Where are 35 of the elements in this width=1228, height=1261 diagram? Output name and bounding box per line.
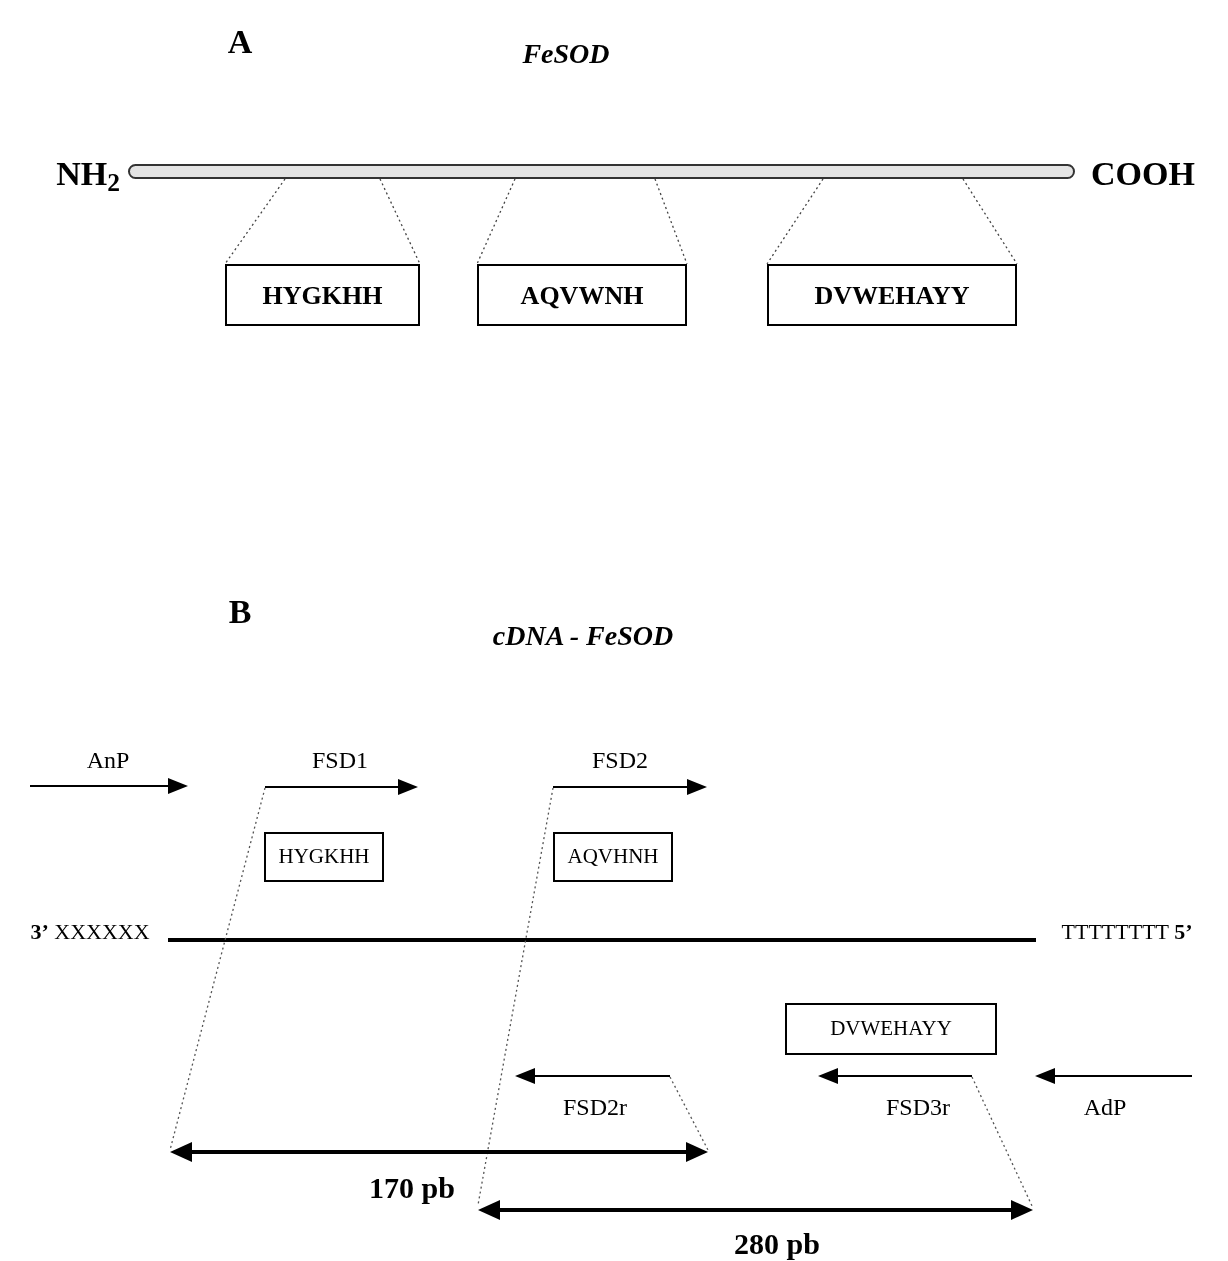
sequence-end-label: TTTTTTTT 5’: [1061, 921, 1193, 943]
motif-sequence: AQVWNH: [520, 279, 644, 312]
dimension-label: 170 pb: [369, 1173, 455, 1203]
motif-sequence: HYGKHH: [262, 279, 383, 312]
dimension-label: 280 pb: [734, 1229, 820, 1259]
primer-label: AdP: [1083, 1095, 1127, 1119]
motif-sequence: DVWEHAYY: [814, 279, 970, 312]
motif-box: [785, 1003, 997, 1055]
primer-label: AnP: [86, 748, 130, 772]
motif-box: [477, 264, 687, 326]
leader-line: [766, 178, 824, 265]
motif-sequence: AQVHNH: [567, 843, 659, 871]
leader-line: [962, 178, 1018, 265]
protein-bar: [128, 164, 1075, 179]
leader-line: [476, 178, 516, 265]
terminus-label: NH$_{2}$: [56, 156, 120, 191]
primer-label: FSD2: [592, 748, 648, 772]
motif-sequence: HYGKHH: [278, 843, 370, 871]
motif-box: [553, 832, 673, 882]
primer-label: FSD3r: [886, 1095, 950, 1119]
primer-label: FSD1: [312, 748, 368, 772]
motif-box: [225, 264, 420, 326]
panel-letter: B: [228, 595, 252, 629]
panel-title: cDNA - FeSOD: [492, 622, 674, 650]
primer-label: FSD2r: [563, 1095, 627, 1119]
leader-line: [224, 178, 286, 265]
motif-sequence: DVWEHAYY: [830, 1015, 952, 1043]
terminus-label: COOH: [1091, 156, 1195, 191]
panel-title: FeSOD: [522, 40, 610, 68]
motif-box: [767, 264, 1017, 326]
sequence-end-label: 3’ XXXXXX: [30, 921, 150, 943]
leader-line: [654, 178, 688, 265]
leader-line: [379, 178, 421, 265]
motif-box: [264, 832, 384, 882]
panel-letter: A: [227, 25, 253, 59]
